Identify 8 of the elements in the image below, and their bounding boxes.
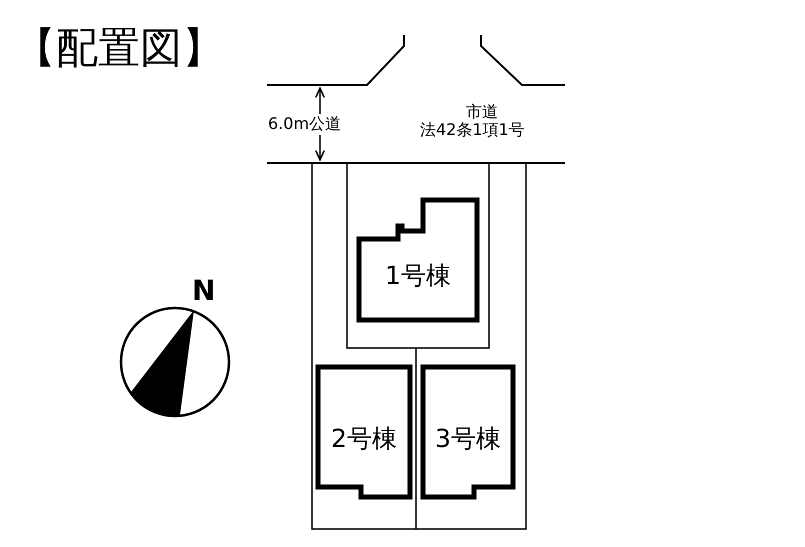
north-label: N bbox=[192, 276, 216, 306]
building-label: 3号棟 bbox=[435, 424, 501, 453]
road-width-label: 6.0m公道 bbox=[268, 114, 342, 135]
building-label: 2号棟 bbox=[331, 424, 397, 453]
road-law-label: 法42条1項1号 bbox=[420, 120, 525, 141]
road-name-label: 市道 bbox=[466, 102, 498, 122]
diagram-title: 【配置図】 bbox=[14, 22, 224, 74]
building-label: 1号棟 bbox=[385, 261, 451, 290]
